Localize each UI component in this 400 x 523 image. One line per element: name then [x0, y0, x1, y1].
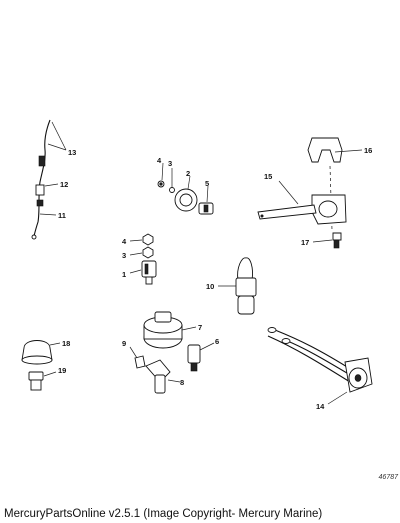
- callout-17: 17: [301, 238, 309, 247]
- callout-7: 7: [198, 323, 202, 332]
- callout-3b: 3: [122, 251, 126, 260]
- connector-part-10: [218, 257, 257, 315]
- callout-12: 12: [60, 180, 68, 189]
- bracket-assembly-part-15-16-17: [257, 137, 363, 249]
- callout-18: 18: [62, 339, 70, 348]
- callout-9: 9: [122, 339, 126, 348]
- callout-4a: 4: [157, 156, 162, 165]
- callout-13: 13: [68, 148, 76, 157]
- switch-part-7: [143, 311, 197, 349]
- sender-part-1-3-4: [129, 233, 157, 285]
- callout-1: 1: [122, 270, 126, 279]
- callout-6: 6: [215, 337, 219, 346]
- wire-harness-part-11-12-13: [31, 119, 67, 240]
- callout-11: 11: [58, 211, 66, 220]
- copyright-footer: MercuryPartsOnline v2.5.1 (Image Copyrig…: [4, 508, 323, 520]
- callout-16: 16: [364, 146, 372, 155]
- drawing-number: 46787: [378, 474, 398, 481]
- callout-14: 14: [316, 402, 325, 411]
- callout-3a: 3: [168, 159, 172, 168]
- fittings-part-6-8-9: [129, 342, 215, 394]
- callout-15: 15: [264, 172, 272, 181]
- parts-diagram: 13 12 11 4 3 2 5 4 3 1 16: [21, 119, 373, 411]
- callout-8: 8: [180, 378, 184, 387]
- callout-19: 19: [58, 366, 66, 375]
- cap-part-18-19: [21, 340, 61, 391]
- sensor-part-14: [267, 327, 373, 405]
- callout-10: 10: [206, 282, 214, 291]
- callout-5: 5: [205, 179, 209, 188]
- callout-4b: 4: [122, 237, 127, 246]
- callout-2: 2: [186, 169, 190, 178]
- sender-assembly-part-2-3-4-5: [157, 162, 214, 215]
